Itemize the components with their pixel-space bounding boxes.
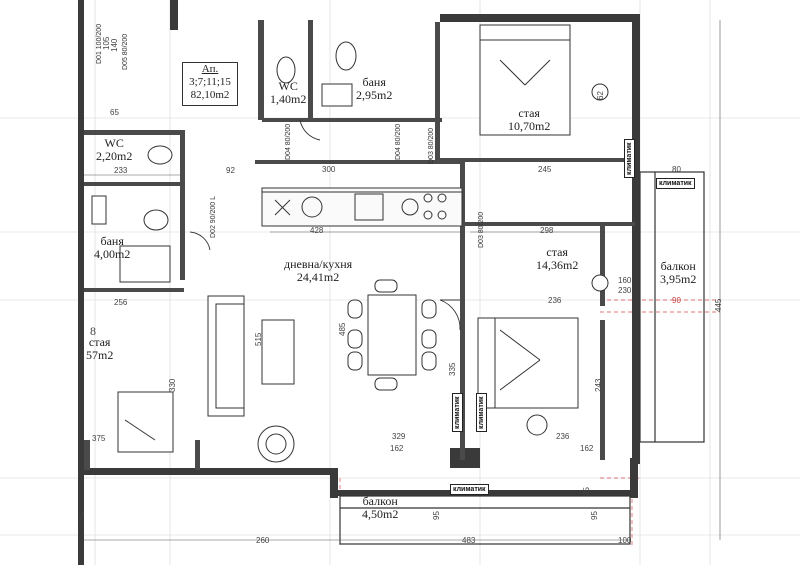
- ac-tag-2: климатик: [656, 178, 695, 189]
- ac-tag-5: климатик: [450, 484, 489, 495]
- door-code-d02: D02 90/200 L: [210, 195, 217, 238]
- room-living: дневна/кухня 24,41m2: [284, 258, 352, 284]
- dim-65: 65: [110, 108, 119, 117]
- apartment-title: Ап.: [201, 63, 219, 75]
- dim-300: 300: [322, 165, 336, 174]
- dim-445: 445: [714, 298, 723, 312]
- armchair: [257, 425, 295, 463]
- room-bedroom3-name: стая: [88, 335, 111, 349]
- door-code-d04-a: D04 80/200: [285, 123, 292, 160]
- dim-236-b: 236: [556, 432, 570, 441]
- dim-140: 140: [110, 38, 119, 52]
- room-balcony1-name: балкон: [660, 259, 696, 273]
- dim-483: 483: [462, 536, 476, 545]
- door-swings: [189, 119, 461, 331]
- room-living-name: дневна/кухня: [284, 257, 353, 271]
- dim-428: 428: [310, 226, 324, 235]
- door-code-d03-a: D03 80/200: [428, 127, 435, 164]
- door-code-d05: D05 80/200: [122, 33, 129, 70]
- room-bedroom2: стая 14,36m2: [536, 246, 578, 272]
- room-bedroom2-name: стая: [546, 245, 568, 259]
- room-bath2: баня 4,00m2: [94, 235, 130, 261]
- dim-8: 8: [90, 324, 96, 338]
- room-wc2: WC 2,20m2: [96, 137, 132, 163]
- room-bedroom3: стая 57m2: [86, 336, 113, 362]
- dim-375: 375: [92, 434, 106, 443]
- room-bath1: баня 2,95m2: [356, 76, 392, 102]
- room-living-area: 24,41m2: [296, 270, 340, 284]
- room-bedroom1-area: 10,70m2: [508, 119, 551, 133]
- dim-162: 162: [580, 444, 594, 453]
- room-balcony2: балкон 4,50m2: [362, 495, 398, 521]
- dim-62: 62: [596, 91, 605, 100]
- dim-160: 160: [618, 276, 632, 285]
- room-bath1-area: 2,95m2: [356, 88, 393, 102]
- room-balcony1: балкон 3,95m2: [660, 260, 696, 286]
- dim-335: 335: [448, 362, 457, 376]
- room-bedroom1: стая 10,70m2: [508, 107, 550, 133]
- dim-162-b: 162: [390, 444, 404, 453]
- dim-92: 92: [226, 166, 235, 175]
- dimension-lines: [84, 20, 721, 541]
- apartment-area: 82,10m2: [190, 89, 230, 101]
- room-wc1-name: WC: [278, 79, 298, 93]
- room-wc1: WC 1,40m2: [270, 80, 306, 106]
- dim-515: 515: [254, 332, 263, 346]
- dim-236-a: 236: [548, 296, 562, 305]
- room-bath1-name: баня: [362, 75, 386, 89]
- dim-329: 329: [392, 432, 406, 441]
- dim-245: 245: [538, 165, 552, 174]
- room-bedroom2-area: 14,36m2: [536, 258, 579, 272]
- room-bedroom1-name: стая: [518, 106, 540, 120]
- room-balcony2-area: 4,50m2: [362, 507, 399, 521]
- room-balcony1-area: 3,95m2: [660, 272, 697, 286]
- dim-2: 2: [78, 508, 84, 522]
- interior-walls: [84, 20, 635, 470]
- kitchen-counter: [261, 187, 463, 227]
- dim-35: 35: [582, 487, 591, 496]
- bath-fixtures: [91, 41, 609, 436]
- ac-tag-1: климатик: [624, 139, 635, 178]
- ac-tag-3: климатик: [452, 393, 463, 432]
- door-code-d04-b: D04 80/200: [395, 123, 402, 160]
- dim-90: 90: [672, 296, 681, 305]
- dim-95-b: 95: [590, 511, 599, 520]
- dim-256: 256: [114, 298, 128, 307]
- red-guides: [339, 299, 720, 545]
- dim-95: 95: [432, 511, 441, 520]
- dim-260: 260: [256, 536, 270, 545]
- room-bath2-area: 4,00m2: [94, 247, 131, 261]
- dim-298: 298: [540, 226, 554, 235]
- dim-233: 233: [114, 166, 128, 175]
- room-wc2-area: 2,20m2: [96, 149, 133, 163]
- dim-243: 243: [594, 378, 603, 392]
- dim-230: 230: [618, 286, 632, 295]
- room-wc1-area: 1,40m2: [270, 92, 307, 106]
- dim-80: 80: [672, 165, 681, 174]
- ac-tag-4: климатик: [476, 393, 487, 432]
- room-balcony2-name: балкон: [362, 494, 398, 508]
- room-bedroom3-area: 57m2: [86, 348, 114, 362]
- door-code-d03-b: D03 80/200: [478, 211, 485, 248]
- apartment-code: 3;7;11;15: [189, 76, 231, 88]
- sofa: [207, 295, 295, 417]
- room-wc2-name: WC: [104, 136, 124, 150]
- dining-set: [347, 279, 437, 391]
- dim-330: 330: [168, 378, 177, 392]
- balcony-outlines: [339, 171, 705, 545]
- dim-100: 100: [618, 536, 632, 545]
- beds: [117, 24, 579, 453]
- room-bath2-name: баня: [100, 234, 124, 248]
- dim-485: 485: [338, 322, 347, 336]
- apartment-info-box: Ап. 3;7;11;15 82,10m2: [182, 62, 238, 106]
